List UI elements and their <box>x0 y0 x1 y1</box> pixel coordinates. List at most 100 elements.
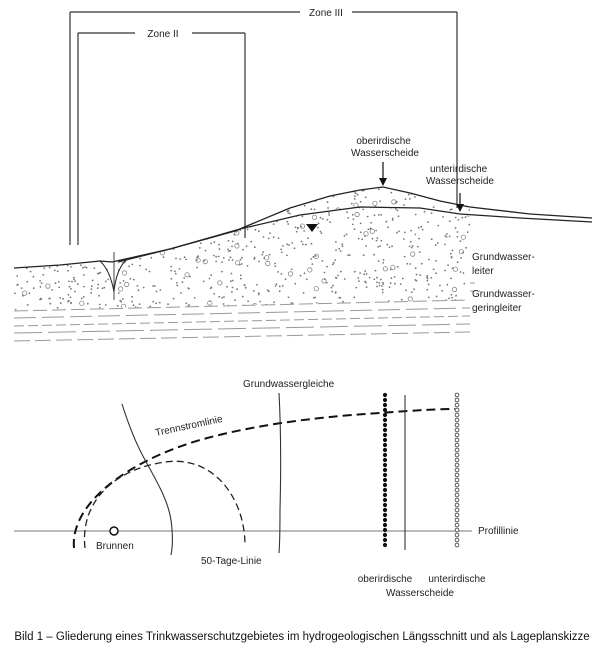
stipple-grain <box>178 268 181 270</box>
stipple-grain <box>355 286 358 289</box>
stipple-grain <box>426 288 429 291</box>
stipple-grain <box>141 204 143 206</box>
stipple-grain <box>258 292 260 294</box>
stipple-grain <box>14 234 16 237</box>
stipple-grain <box>73 219 76 222</box>
stipple-grain <box>66 219 69 222</box>
stipple-grain <box>213 293 216 295</box>
stipple-grain <box>430 276 433 279</box>
stipple-grain <box>111 215 114 218</box>
stipple-grain <box>405 289 407 292</box>
stipple-grain <box>342 300 344 303</box>
stipple-grain <box>56 234 59 237</box>
divide-circle <box>454 487 460 493</box>
stipple-grain <box>265 200 268 203</box>
aquifer-label: Grundwasser- leiter <box>472 252 538 277</box>
stipple-grain <box>63 232 66 235</box>
stipple-grain <box>48 297 51 300</box>
stipple-grain <box>436 242 439 244</box>
stipple-grain <box>381 288 384 291</box>
stipple-grain <box>137 249 139 251</box>
stipple-grain <box>329 221 331 224</box>
stipple-grain <box>359 222 362 225</box>
stipple-grain <box>327 207 329 209</box>
stipple-grain <box>435 207 438 209</box>
stipple-grain <box>207 300 213 306</box>
stipple-grain <box>79 300 85 306</box>
stipple-grain <box>367 228 370 231</box>
stipple-grain <box>70 266 72 268</box>
stipple-grain <box>441 289 444 292</box>
stipple-grain <box>401 277 404 280</box>
stipple-grain <box>414 267 417 269</box>
stipple-grain <box>420 262 423 265</box>
stipple-grain <box>53 217 56 220</box>
stipple-grain <box>237 209 239 212</box>
stipple-grain <box>84 266 86 268</box>
divide-dot <box>382 412 388 418</box>
stipple-grain <box>168 221 171 224</box>
stipple-grain <box>120 226 122 229</box>
stipple-grain <box>400 298 403 301</box>
subsurface-divide-arrow <box>456 193 464 212</box>
stipple-grain <box>396 265 399 268</box>
stipple-grain <box>210 242 213 245</box>
stipple-grain <box>371 230 374 231</box>
stipple-grain <box>242 229 245 231</box>
stipple-grain <box>327 189 329 192</box>
stipple-grain <box>175 225 181 231</box>
stipple-grain <box>452 266 458 272</box>
divide-dot <box>382 392 388 398</box>
stipple-grain <box>433 216 436 219</box>
stipple-grain <box>294 282 297 285</box>
stipple-grain <box>194 230 197 233</box>
divide-dot <box>382 437 388 443</box>
stipple-grain <box>38 254 41 256</box>
stipple-grain <box>42 273 45 276</box>
stipple-grain <box>295 210 298 213</box>
stipple-grain <box>39 227 41 230</box>
stipple-grain <box>66 246 68 249</box>
stipple-grain <box>171 308 174 310</box>
stipple-grain <box>284 215 287 218</box>
stipple-grain <box>358 280 360 282</box>
divide-bottom-label: Wasserscheide <box>386 588 454 599</box>
stipple-grain <box>131 211 134 214</box>
stipple-grain <box>372 303 375 306</box>
stipple-grain <box>407 193 410 196</box>
stipple-grain <box>287 212 290 214</box>
stipple-grain <box>234 243 240 249</box>
stipple-grain <box>70 301 72 304</box>
stipple-grain <box>311 214 317 220</box>
aquifer-fill <box>14 200 470 310</box>
stipple-grain <box>345 233 348 236</box>
stipple-grain <box>454 227 457 229</box>
stipple-grain <box>16 284 19 286</box>
stipple-grain <box>80 236 82 238</box>
stipple-grain <box>39 280 41 282</box>
stipple-grain <box>220 219 222 222</box>
stipple-grain <box>347 217 350 219</box>
stipple-grain <box>195 257 201 263</box>
stipple-grain <box>60 253 66 259</box>
divide-circle <box>454 502 460 508</box>
stipple-grain <box>164 202 166 204</box>
stipple-grain <box>417 226 420 229</box>
stipple-grain <box>458 222 461 225</box>
stipple-grain <box>262 236 265 238</box>
stipple-grain <box>426 194 428 196</box>
stipple-grain <box>332 261 335 264</box>
stipple-grain <box>434 207 440 209</box>
stipple-grain <box>289 212 291 215</box>
stipple-grain <box>465 303 468 306</box>
stipple-grain <box>354 192 357 195</box>
stipple-grain <box>320 232 323 235</box>
stipple-grain <box>240 263 243 265</box>
stipple-grain <box>65 248 68 251</box>
stipple-grain <box>82 266 84 269</box>
stipple-grain <box>71 200 73 202</box>
water-table <box>117 206 593 263</box>
stipple-grain <box>267 211 269 214</box>
stipple-grain <box>422 216 425 219</box>
